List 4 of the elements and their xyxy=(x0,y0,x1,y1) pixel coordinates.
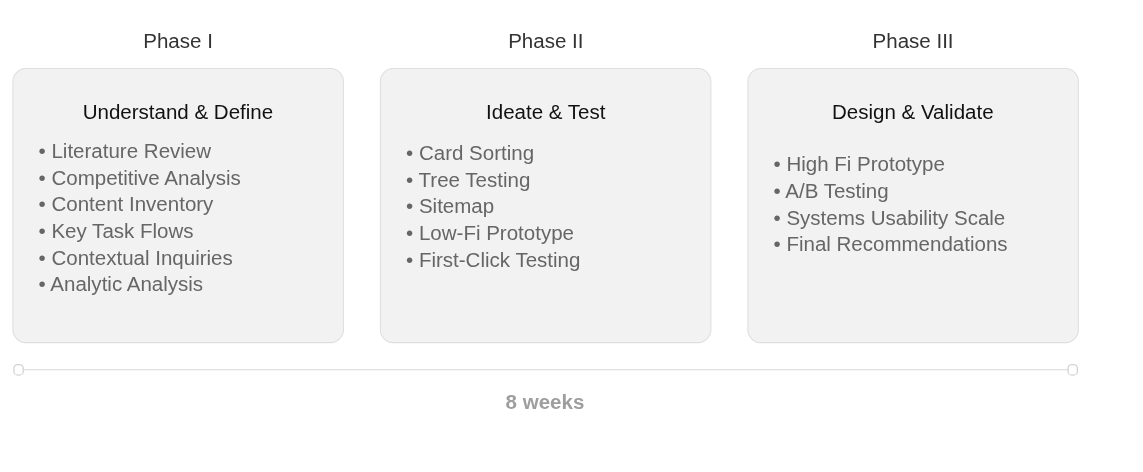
label: 8 weeks xyxy=(505,389,585,413)
node-label: Phase II xyxy=(508,28,584,52)
node-label: Phase III xyxy=(872,28,954,52)
node-label: Phase I xyxy=(143,28,213,52)
